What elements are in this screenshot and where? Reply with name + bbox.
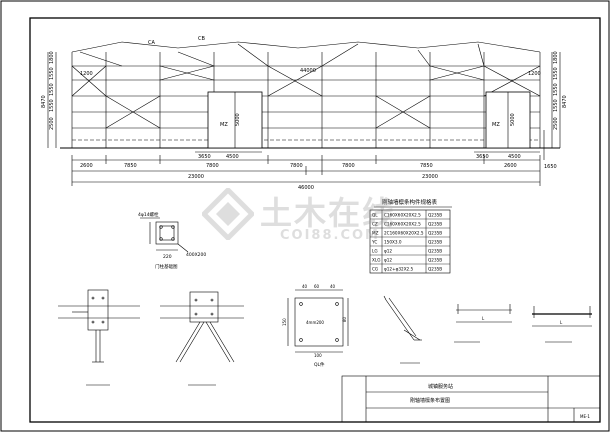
rod-length-label-2: L [560, 320, 563, 325]
door-offset-right-b: 1650 [544, 164, 557, 170]
detail1-dim-a: 400X200 [186, 252, 206, 258]
dim-total: 46000 [298, 185, 314, 191]
dim-bay-4: 7800 [290, 163, 303, 169]
door-offset-right-a: 3650 [476, 154, 489, 160]
wall-elevation [47, 41, 561, 186]
door-label-right: MZ [492, 122, 500, 128]
schedule-cell: XLG [372, 258, 380, 263]
door-label-left: MZ [220, 122, 228, 128]
svg-text:1550: 1550 [49, 83, 55, 96]
schedule-cell: φ12+φ32X2.5 [384, 267, 414, 272]
dim-bay-5: 7800 [342, 163, 355, 169]
schedule-cell: 150X3.0 [384, 240, 402, 245]
door-height-left: 5000 [235, 113, 241, 126]
plate-dim-2: 60 [314, 284, 320, 289]
svg-text:1550: 1550 [49, 67, 55, 80]
top-label-b: CB [198, 36, 205, 42]
schedule-title: 刚轴墙檩条构件规格表 [382, 198, 438, 206]
schedule-cell: Q235B [428, 249, 442, 254]
svg-text:1550: 1550 [553, 83, 559, 96]
schedule-cell: QL [372, 213, 378, 218]
dim-bay-6: 7850 [420, 163, 433, 169]
dim-bay-2: 7850 [124, 163, 137, 169]
dim-bay-3: 7800 [206, 163, 219, 169]
schedule-cell: MZ [372, 231, 379, 236]
schedule-cell: Q235B [428, 231, 442, 236]
detail-rods [454, 304, 592, 343]
svg-text:1800: 1800 [553, 51, 559, 64]
svg-text:1550: 1550 [553, 67, 559, 80]
detail-column-base [140, 217, 189, 253]
detail1-note: 4φ14螺栓 [138, 211, 159, 218]
top-label-a: CA [148, 40, 155, 46]
right-height-dims: 1800 1550 1550 1550 2500 8470 [553, 51, 568, 130]
svg-text:2500: 2500 [553, 117, 559, 130]
detail-plate [287, 289, 349, 353]
dim-half-left: 23000 [188, 174, 204, 180]
door-width-right: 4500 [508, 154, 521, 160]
svg-text:8470: 8470 [562, 95, 568, 108]
svg-text:1800: 1800 [49, 51, 55, 64]
svg-text:1550: 1550 [553, 99, 559, 112]
schedule-cell: 2C160X60X20X2.5 [384, 231, 424, 236]
detail1-title: 门柱基础图 [155, 263, 178, 270]
door-offset-left: 3650 [198, 154, 211, 160]
plate-dim-3: 40 [330, 284, 336, 289]
dim-half-right: 23000 [422, 174, 438, 180]
plate-label: 4mm200 [306, 320, 324, 325]
drawing-name: 刚轴墙檩条布置图 [410, 397, 450, 404]
plate-title: QL件 [314, 361, 325, 368]
inner-frame [29, 17, 601, 423]
schedule-cell: Q235B [428, 267, 442, 272]
roof-label-right: 1200 [528, 71, 541, 77]
detail-bracing [160, 291, 244, 386]
svg-text:1550: 1550 [49, 99, 55, 112]
elevation-labels: 44000 1200 1200 CA CB MZ MZ 5000 5000 36… [41, 36, 568, 191]
plate-dim-1: 40 [302, 284, 308, 289]
title-block [341, 375, 601, 423]
door-height-right: 5000 [510, 113, 516, 126]
detail1-dim-b: 220 [163, 254, 172, 260]
schedule-cell: CG [372, 267, 378, 272]
schedule-cell: C160X60X20X2.5 [384, 222, 421, 227]
svg-text:2500: 2500 [49, 117, 55, 130]
schedule-cell: LG [372, 249, 378, 254]
schedule-cell: φ12 [384, 249, 392, 254]
svg-text:8470: 8470 [41, 95, 47, 108]
schedule-cell: Q235B [428, 240, 442, 245]
schedule-cell: Q235B [428, 222, 442, 227]
detail-beam-joint [58, 289, 140, 386]
plate-dim-5: 80 [342, 316, 347, 322]
roof-label-left: 1200 [80, 71, 93, 77]
plate-dim-4: 150 [282, 318, 287, 326]
schedule-cell: Q235B [428, 258, 442, 263]
schedule-cell: φ12 [384, 258, 392, 263]
detail-angle [383, 295, 422, 364]
schedule-cell: C160X60X20X2.5 [384, 213, 421, 218]
dim-bay-7: 2600 [504, 163, 517, 169]
door-width-left: 4500 [226, 154, 239, 160]
top-span-dim: 44000 [300, 68, 316, 74]
schedule-cell: Q235B [428, 213, 442, 218]
rod-length-label: L [482, 316, 485, 321]
plate-dim-6: 100 [314, 353, 322, 358]
schedule-cell: YC [371, 240, 377, 245]
dim-bay-1: 2600 [80, 163, 93, 169]
schedule-cell: CZ [372, 222, 378, 227]
project-name: 城镇服务站 [428, 383, 453, 390]
left-height-dims: 1800 1550 1550 1550 2500 8470 [41, 51, 55, 130]
sheet-number: ME-1 [580, 414, 590, 419]
